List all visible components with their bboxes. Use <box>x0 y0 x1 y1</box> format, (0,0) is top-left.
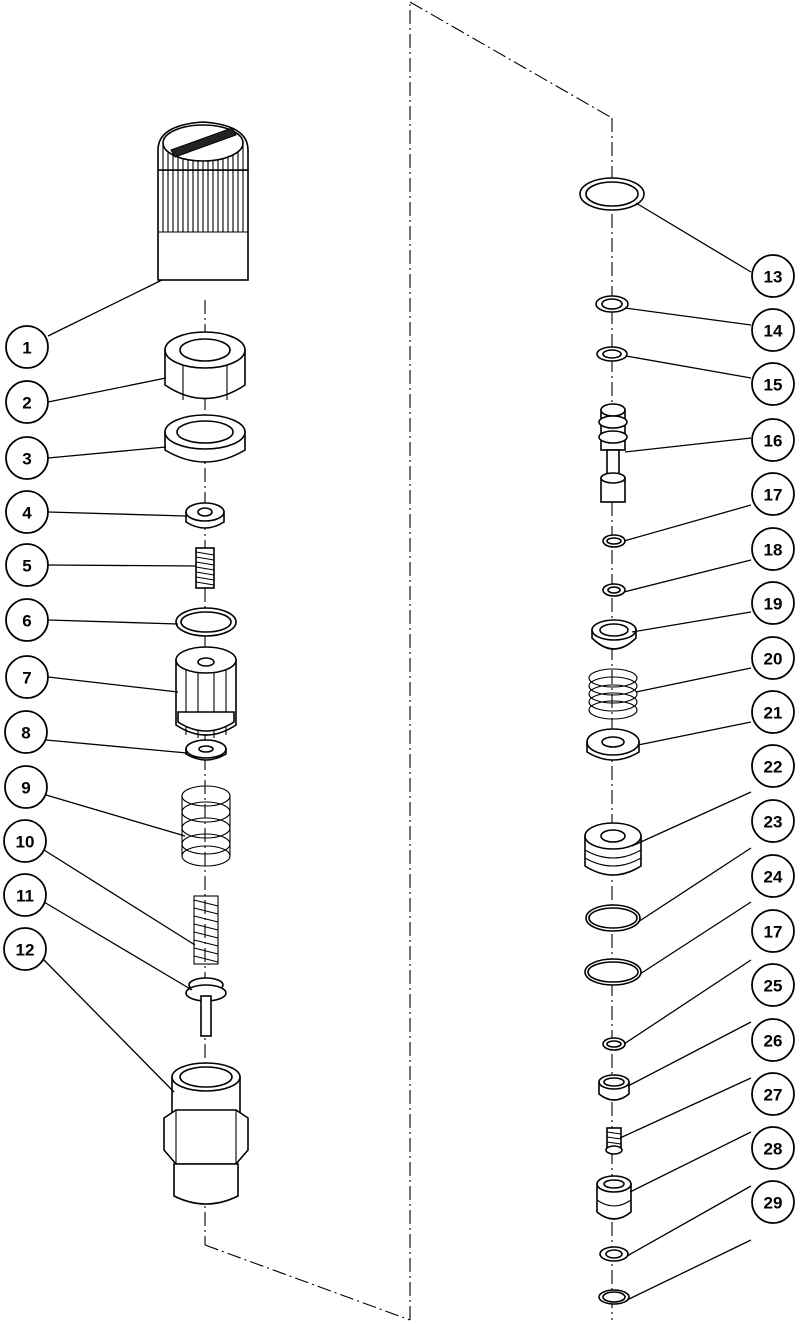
callout-11-label: 11 <box>16 887 34 906</box>
callout-29-label: 29 <box>764 1194 783 1213</box>
part-10-small-spring <box>193 895 219 965</box>
callout-23: 23 <box>751 799 795 843</box>
callout-2-label: 2 <box>22 394 31 413</box>
part-7-housing <box>175 646 237 738</box>
callout-9: 9 <box>4 765 48 809</box>
part-22-seat-assembly <box>584 822 642 876</box>
callout-25-label: 25 <box>764 977 783 996</box>
callout-20-label: 20 <box>764 650 783 669</box>
callout-16-label: 16 <box>764 432 783 451</box>
callout-11: 11 <box>3 873 47 917</box>
callout-15-label: 15 <box>764 376 783 395</box>
callout-17-upper: 17 <box>751 472 795 516</box>
part-12-fitting <box>163 1062 249 1205</box>
callout-6-label: 6 <box>22 612 31 631</box>
callout-24-label: 24 <box>764 868 783 887</box>
part-2-nut <box>164 331 246 400</box>
part-28-washer <box>599 1246 629 1262</box>
callout-4: 4 <box>5 490 49 534</box>
part-16-cartridge <box>598 403 628 503</box>
callout-12-label: 12 <box>16 941 35 960</box>
callout-22: 22 <box>751 744 795 788</box>
callout-15: 15 <box>751 362 795 406</box>
part-17-o-ring-upper <box>602 534 626 548</box>
part-11-valve-stem <box>185 977 227 1037</box>
part-17-o-ring-lower <box>602 1037 626 1051</box>
callout-14: 14 <box>751 308 795 352</box>
callout-21: 21 <box>751 690 795 734</box>
callout-28-label: 28 <box>764 1140 783 1159</box>
callout-1: 1 <box>5 325 49 369</box>
callout-25: 25 <box>751 963 795 1007</box>
part-14-washer <box>595 295 629 313</box>
part-9-spring <box>181 785 231 867</box>
callouts-left: 1 2 3 4 5 6 7 8 9 10 11 12 <box>3 325 49 971</box>
callout-13-label: 13 <box>764 268 783 287</box>
callout-7: 7 <box>5 655 49 699</box>
part-29-o-ring <box>598 1289 630 1305</box>
part-5-set-screw <box>195 547 215 589</box>
callout-10-label: 10 <box>16 833 35 852</box>
callout-18: 18 <box>751 527 795 571</box>
part-23-o-ring <box>585 904 641 932</box>
part-27-fitting <box>596 1175 632 1220</box>
part-26-screw <box>605 1127 623 1155</box>
part-20-spring <box>588 668 638 720</box>
callout-4-label: 4 <box>22 504 32 523</box>
callout-17-upper-label: 17 <box>764 486 783 505</box>
callout-23-label: 23 <box>764 813 783 832</box>
part-13-ring <box>579 177 645 211</box>
callout-3: 3 <box>5 436 49 480</box>
callout-26: 26 <box>751 1018 795 1062</box>
leader-lines <box>41 202 752 1301</box>
callout-7-label: 7 <box>22 669 31 688</box>
callout-6: 6 <box>5 598 49 642</box>
lower-connector-line <box>204 1244 411 1321</box>
callout-21-label: 21 <box>764 704 783 723</box>
callout-17-lower: 17 <box>751 909 795 953</box>
part-15-washer <box>596 346 628 362</box>
callout-8-label: 8 <box>21 724 30 743</box>
callout-19-label: 19 <box>764 595 783 614</box>
callout-10: 10 <box>3 819 47 863</box>
callout-19: 19 <box>751 581 795 625</box>
part-24-o-ring <box>584 958 642 986</box>
callout-9-label: 9 <box>21 779 30 798</box>
part-21-washer <box>586 728 640 761</box>
callout-12: 12 <box>3 927 47 971</box>
callout-29: 29 <box>751 1180 795 1224</box>
callout-26-label: 26 <box>764 1032 783 1051</box>
callout-18-label: 18 <box>764 541 783 560</box>
callout-3-label: 3 <box>22 450 31 469</box>
callout-2: 2 <box>5 380 49 424</box>
callout-22-label: 22 <box>764 758 783 777</box>
callout-28: 28 <box>751 1126 795 1170</box>
part-8-seat <box>185 739 227 761</box>
callout-14-label: 14 <box>764 322 783 341</box>
part-6-o-ring <box>175 607 237 637</box>
part-3-locknut <box>164 414 246 463</box>
part-19-guide <box>591 619 637 650</box>
callout-13: 13 <box>751 254 795 298</box>
callout-27: 27 <box>751 1072 795 1116</box>
part-4-hex-nut <box>185 502 225 529</box>
callout-24: 24 <box>751 854 795 898</box>
callout-8: 8 <box>4 710 48 754</box>
part-1-knob <box>157 121 249 281</box>
callout-17-lower-label: 17 <box>764 923 783 942</box>
callouts-right: 13 14 15 16 17 18 19 20 21 22 23 24 17 2… <box>751 254 795 1224</box>
part-25-cup <box>598 1074 630 1101</box>
callout-16: 16 <box>751 418 795 462</box>
callout-1-label: 1 <box>22 339 31 358</box>
upper-connector-line <box>409 1 613 119</box>
callout-5: 5 <box>5 543 49 587</box>
callout-20: 20 <box>751 636 795 680</box>
callout-5-label: 5 <box>22 557 31 576</box>
centerlines <box>204 1 613 1321</box>
knob-slot <box>170 127 237 158</box>
part-18-washer <box>602 583 626 597</box>
callout-27-label: 27 <box>764 1086 783 1105</box>
